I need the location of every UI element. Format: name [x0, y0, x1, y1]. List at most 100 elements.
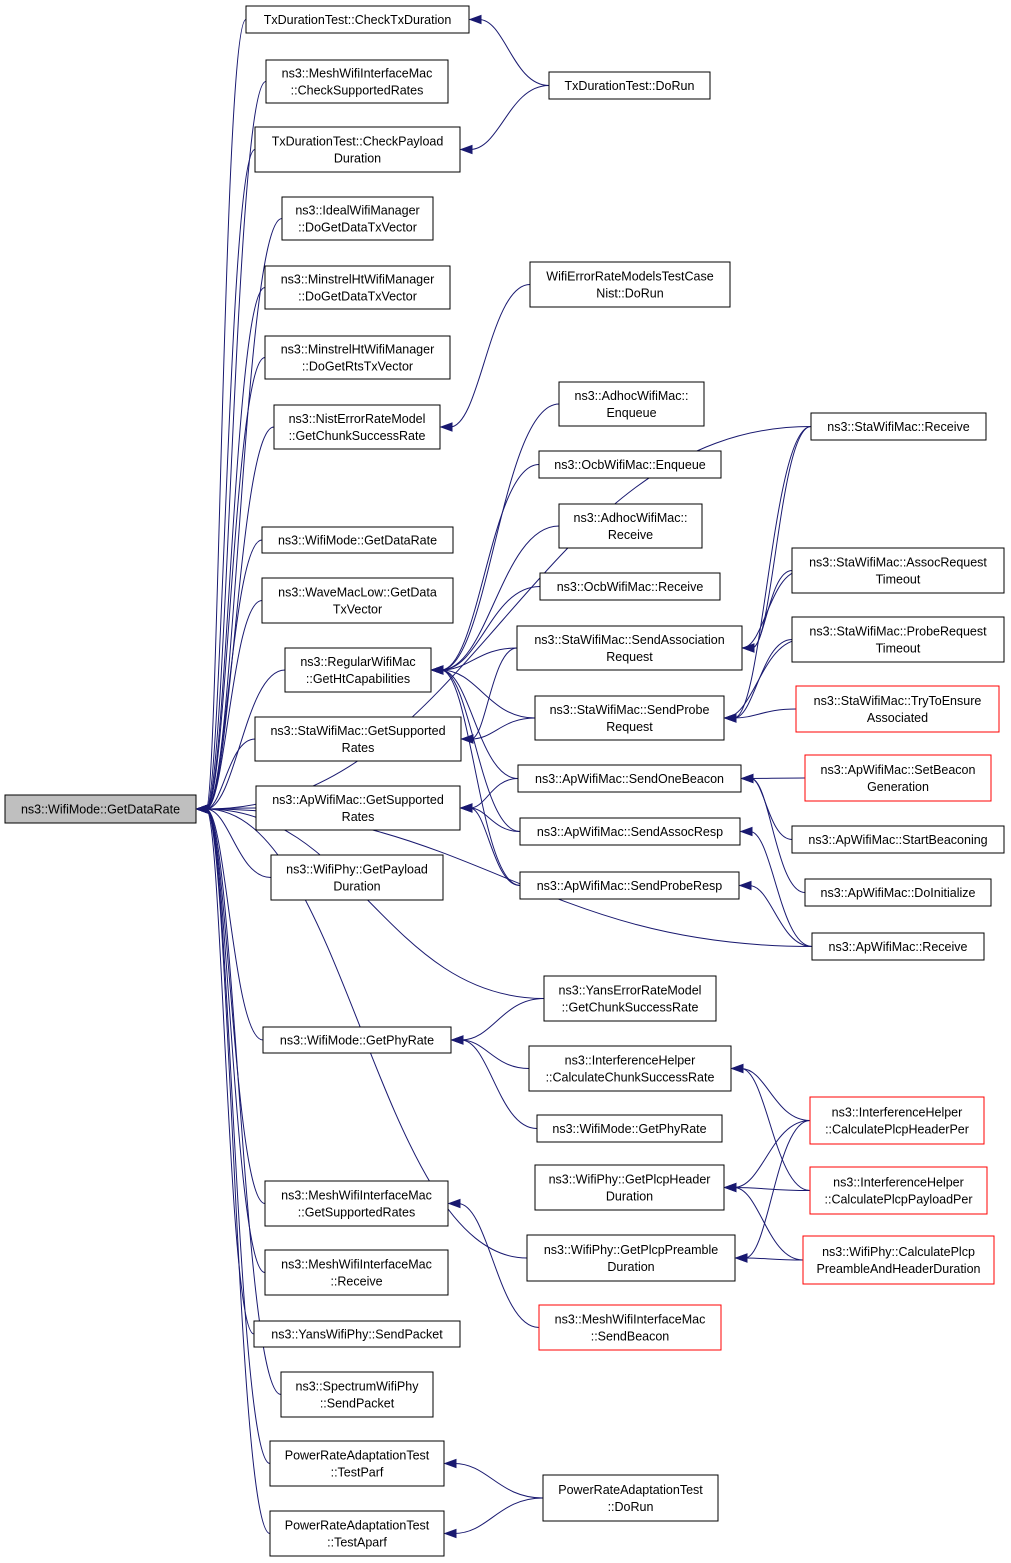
node-box[interactable] — [809, 1166, 988, 1215]
function-node-n14[interactable]: ns3::WifiMode::GetPhyRate — [262, 1026, 452, 1054]
node-box[interactable] — [253, 1320, 461, 1348]
function-node-n15[interactable]: ns3::MeshWifiInterfaceMac::GetSupportedR… — [264, 1180, 449, 1227]
node-box[interactable] — [538, 450, 722, 479]
function-node-m3[interactable]: ns3::AdhocWifiMac::Enqueue — [558, 381, 705, 427]
function-node-n6[interactable]: ns3::MinstrelHtWifiManager::DoGetRtsTxVe… — [264, 335, 451, 380]
node-box[interactable] — [261, 526, 454, 554]
node-box[interactable] — [254, 126, 461, 173]
node-box[interactable] — [262, 1026, 452, 1054]
node-box[interactable] — [245, 5, 470, 34]
node-box[interactable] — [804, 754, 992, 802]
node-box[interactable] — [255, 785, 461, 831]
function-node-n9[interactable]: ns3::WaveMacLow::GetDataTxVector — [261, 577, 454, 624]
node-box[interactable] — [516, 625, 743, 671]
node-box[interactable] — [534, 1164, 725, 1211]
node-box[interactable] — [811, 932, 985, 961]
node-box[interactable] — [264, 1249, 449, 1296]
function-node-r6[interactable]: ns3::ApWifiMac::StartBeaconing — [791, 825, 1005, 854]
node-box[interactable] — [802, 1235, 995, 1285]
node-box[interactable] — [519, 817, 741, 846]
node-box[interactable] — [538, 1304, 722, 1351]
function-node-m12[interactable]: ns3::YansErrorRateModel::GetChunkSuccess… — [543, 975, 717, 1022]
node-box[interactable] — [539, 572, 721, 601]
function-node-n16[interactable]: ns3::MeshWifiInterfaceMac::Receive — [264, 1249, 449, 1296]
function-node-r10[interactable]: ns3::InterferenceHelper::CalculatePlcpPa… — [809, 1166, 988, 1215]
node-box[interactable] — [264, 1180, 449, 1227]
node-box[interactable] — [534, 695, 725, 741]
function-node-n11[interactable]: ns3::StaWifiMac::GetSupportedRates — [254, 716, 462, 762]
function-node-n19[interactable]: PowerRateAdaptationTest::TestParf — [269, 1440, 445, 1487]
node-box[interactable] — [804, 878, 992, 907]
node-box[interactable] — [809, 1096, 985, 1145]
node-box[interactable] — [284, 647, 432, 693]
function-node-n1[interactable]: TxDurationTest::CheckTxDuration — [245, 5, 470, 34]
function-node-n5[interactable]: ns3::MinstrelHtWifiManager::DoGetDataTxV… — [264, 265, 451, 310]
node-box[interactable] — [536, 1114, 723, 1143]
function-node-n7[interactable]: ns3::NistErrorRateModel::GetChunkSuccess… — [273, 404, 441, 450]
node-box[interactable] — [558, 503, 703, 549]
node-box[interactable] — [254, 716, 462, 762]
function-node-m9[interactable]: ns3::ApWifiMac::SendOneBeacon — [517, 764, 742, 793]
node-box[interactable] — [529, 261, 731, 308]
function-node-m11[interactable]: ns3::ApWifiMac::SendProbeResp — [519, 871, 740, 900]
node-box[interactable] — [795, 685, 1000, 733]
node-box[interactable] — [526, 1234, 736, 1282]
node-box[interactable] — [528, 1045, 732, 1092]
function-node-n8[interactable]: ns3::WifiMode::GetDataRate — [261, 526, 454, 554]
node-box[interactable] — [791, 825, 1005, 854]
function-node-n2[interactable]: ns3::MeshWifiInterfaceMac::CheckSupporte… — [265, 59, 449, 104]
function-node-n18[interactable]: ns3::SpectrumWifiPhy::SendPacket — [280, 1371, 434, 1418]
function-node-m17[interactable]: ns3::MeshWifiInterfaceMac::SendBeacon — [538, 1304, 722, 1351]
function-node-n12[interactable]: ns3::ApWifiMac::GetSupportedRates — [255, 785, 461, 831]
function-node-r11[interactable]: ns3::WifiPhy::CalculatePlcpPreambleAndHe… — [802, 1235, 995, 1285]
node-box[interactable] — [791, 616, 1005, 663]
node-box[interactable] — [264, 335, 451, 380]
function-node-n10[interactable]: ns3::RegularWifiMac::GetHtCapabilities — [284, 647, 432, 693]
node-box[interactable] — [269, 1440, 445, 1487]
node-box[interactable] — [542, 1474, 719, 1522]
function-node-n4[interactable]: ns3::IdealWifiManager::DoGetDataTxVector — [281, 196, 434, 241]
node-box[interactable] — [281, 196, 434, 241]
function-node-m4[interactable]: ns3::OcbWifiMac::Enqueue — [538, 450, 722, 479]
node-box[interactable] — [791, 547, 1005, 594]
function-node-r9[interactable]: ns3::InterferenceHelper::CalculatePlcpHe… — [809, 1096, 985, 1145]
function-node-m6[interactable]: ns3::OcbWifiMac::Receive — [539, 572, 721, 601]
node-box[interactable] — [558, 381, 705, 427]
node-box[interactable] — [543, 975, 717, 1022]
function-node-n20[interactable]: PowerRateAdaptationTest::TestAparf — [269, 1510, 445, 1557]
node-box[interactable] — [265, 59, 449, 104]
node-box[interactable] — [517, 764, 742, 793]
node-box[interactable] — [261, 577, 454, 624]
node-box[interactable] — [280, 1371, 434, 1418]
function-node-m5[interactable]: ns3::AdhocWifiMac::Receive — [558, 503, 703, 549]
function-node-root[interactable]: ns3::WifiMode::GetDataRate — [4, 794, 197, 824]
function-node-r8[interactable]: ns3::ApWifiMac::Receive — [811, 932, 985, 961]
node-box[interactable] — [269, 1510, 445, 1557]
function-node-r1[interactable]: ns3::StaWifiMac::Receive — [810, 412, 987, 441]
function-node-r7[interactable]: ns3::ApWifiMac::DoInitialize — [804, 878, 992, 907]
node-box[interactable] — [810, 412, 987, 441]
node-box[interactable] — [519, 871, 740, 900]
node-box[interactable] — [548, 71, 711, 100]
function-node-n17[interactable]: ns3::YansWifiPhy::SendPacket — [253, 1320, 461, 1348]
function-node-m18[interactable]: PowerRateAdaptationTest::DoRun — [542, 1474, 719, 1522]
function-node-m10[interactable]: ns3::ApWifiMac::SendAssocResp — [519, 817, 741, 846]
node-box[interactable] — [4, 794, 197, 824]
node-box[interactable] — [270, 854, 444, 901]
function-node-m1[interactable]: TxDurationTest::DoRun — [548, 71, 711, 100]
node-box[interactable] — [264, 265, 451, 310]
node-box[interactable] — [273, 404, 441, 450]
function-node-m13[interactable]: ns3::InterferenceHelper::CalculateChunkS… — [528, 1045, 732, 1092]
function-node-m14[interactable]: ns3::WifiMode::GetPhyRate — [536, 1114, 723, 1143]
